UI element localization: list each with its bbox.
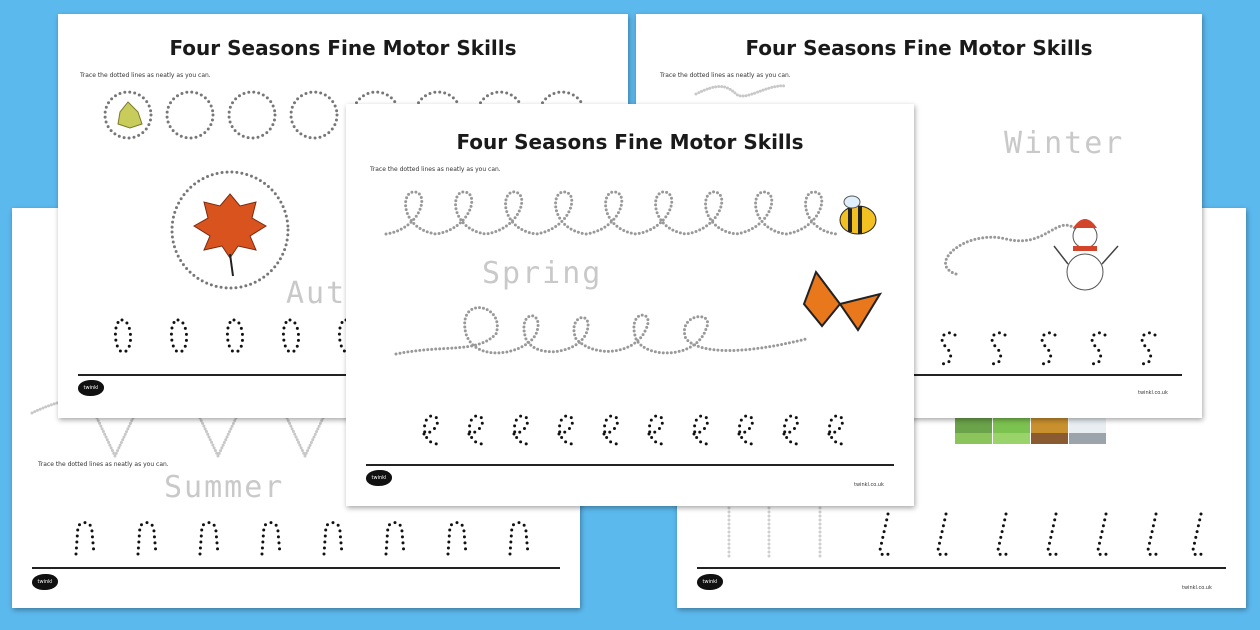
dotted-letter-l bbox=[1096, 512, 1110, 557]
dotted-circle-large bbox=[170, 170, 290, 290]
season-picture-ground bbox=[1069, 433, 1106, 444]
dotted-letter-e bbox=[467, 414, 485, 446]
worksheet-title: Four Seasons Fine Motor Skills bbox=[169, 36, 517, 60]
dotted-letter-o bbox=[226, 318, 244, 354]
baseline-rule bbox=[32, 567, 560, 569]
dotted-letter-l bbox=[1191, 512, 1205, 557]
instruction-text: Trace the dotted lines as neatly as you … bbox=[660, 72, 791, 79]
dotted-letter-s bbox=[1037, 331, 1057, 366]
dotted-letter-n bbox=[198, 521, 220, 556]
instruction-text: Trace the dotted lines as neatly as you … bbox=[80, 72, 211, 79]
winter-tracing-art bbox=[694, 84, 1157, 366]
snowman-hat bbox=[1073, 219, 1097, 228]
bee-wing bbox=[843, 195, 861, 209]
summer-tracing-art bbox=[30, 394, 530, 556]
dotted-letter-e bbox=[422, 414, 440, 446]
butterfly-wing-right bbox=[838, 292, 883, 332]
dotted-letter-e bbox=[602, 414, 620, 446]
dotted-letter-o bbox=[282, 318, 300, 354]
dotted-letter-n bbox=[322, 521, 344, 556]
dotted-letter-n bbox=[384, 521, 406, 556]
twinkl-logo: twinkl bbox=[32, 574, 58, 590]
dotted-letter-n bbox=[508, 521, 530, 556]
dotted-letter-s bbox=[937, 331, 957, 366]
instruction-text: Trace the dotted lines as neatly as you … bbox=[38, 461, 169, 468]
footer-url: twinkl.co.uk bbox=[1182, 585, 1212, 591]
dotted-circle bbox=[103, 90, 153, 140]
leaf-stem bbox=[229, 253, 234, 277]
wavy-trace-line bbox=[944, 223, 1078, 276]
letter-l-tracing-art bbox=[727, 418, 1205, 560]
curve-trace-line bbox=[694, 84, 788, 98]
season-picture-ground bbox=[1031, 433, 1068, 444]
worksheet-title: Four Seasons Fine Motor Skills bbox=[456, 130, 804, 154]
dotted-letter-l bbox=[936, 512, 950, 557]
dotted-letter-s bbox=[1087, 331, 1107, 366]
dotted-letter-n bbox=[74, 521, 96, 556]
dotted-letter-e bbox=[647, 414, 665, 446]
dotted-letter-e bbox=[692, 414, 710, 446]
dotted-letter-e bbox=[782, 414, 800, 446]
season-word-autumn: Aut bbox=[286, 276, 347, 311]
season-picture-ground bbox=[955, 433, 992, 444]
twinkl-logo: twinkl bbox=[697, 574, 723, 590]
v-trace-line bbox=[285, 416, 325, 460]
dotted-letter-l bbox=[996, 512, 1010, 557]
dotted-letter-s bbox=[1137, 331, 1157, 366]
dotted-letter-e bbox=[512, 414, 530, 446]
dotted-circle bbox=[227, 90, 277, 140]
baseline-rule bbox=[78, 374, 608, 376]
butterfly-wing-left bbox=[802, 269, 842, 328]
worksheet-spring: Four Seasons Fine Motor Skills Trace the… bbox=[346, 104, 914, 506]
season-word-spring: Spring bbox=[482, 256, 603, 291]
baseline-rule bbox=[656, 374, 1182, 376]
small-leaf-icon bbox=[117, 101, 143, 129]
baseline-rule bbox=[366, 464, 894, 466]
instruction-text: Trace the dotted lines as neatly as you … bbox=[370, 166, 501, 173]
dotted-letter-o bbox=[338, 318, 356, 354]
dotted-letter-s bbox=[987, 331, 1007, 366]
dotted-letter-o bbox=[170, 318, 188, 354]
footer-url: twinkl.co.uk bbox=[1138, 390, 1168, 396]
dotted-letter-e bbox=[557, 414, 575, 446]
bee-stripes bbox=[848, 206, 862, 234]
snowman-scarf bbox=[1073, 246, 1097, 251]
dotted-letter-o bbox=[114, 318, 132, 354]
baseline-rule bbox=[697, 567, 1226, 569]
twinkl-logo: twinkl bbox=[366, 470, 392, 486]
dotted-letter-n bbox=[136, 521, 158, 556]
dotted-circle bbox=[165, 90, 215, 140]
dotted-letter-e bbox=[737, 414, 755, 446]
spring-tracing-art bbox=[384, 190, 883, 446]
dotted-letter-n bbox=[260, 521, 282, 556]
season-word-summer: Summer bbox=[164, 470, 285, 505]
snowman-body bbox=[1066, 253, 1104, 291]
dotted-circle bbox=[289, 90, 339, 140]
season-word-winter: Winter bbox=[1004, 126, 1125, 161]
twinkl-logo: twinkl bbox=[78, 380, 104, 396]
dotted-letter-l bbox=[1046, 512, 1060, 557]
v-trace-line bbox=[95, 416, 135, 460]
dotted-letter-l bbox=[1146, 512, 1160, 557]
dotted-letter-e bbox=[827, 414, 845, 446]
snowman-arms bbox=[1053, 245, 1119, 265]
footer-url: twinkl.co.uk bbox=[854, 482, 884, 488]
v-trace-line bbox=[198, 416, 238, 460]
worksheet-title: Four Seasons Fine Motor Skills bbox=[745, 36, 1093, 60]
dotted-letter-l bbox=[878, 512, 892, 557]
maple-leaf-icon bbox=[193, 193, 267, 259]
dotted-letter-n bbox=[446, 521, 468, 556]
loop-trace-line bbox=[384, 190, 838, 236]
season-picture-ground bbox=[993, 433, 1030, 444]
loop-trace-line-2 bbox=[394, 306, 808, 356]
